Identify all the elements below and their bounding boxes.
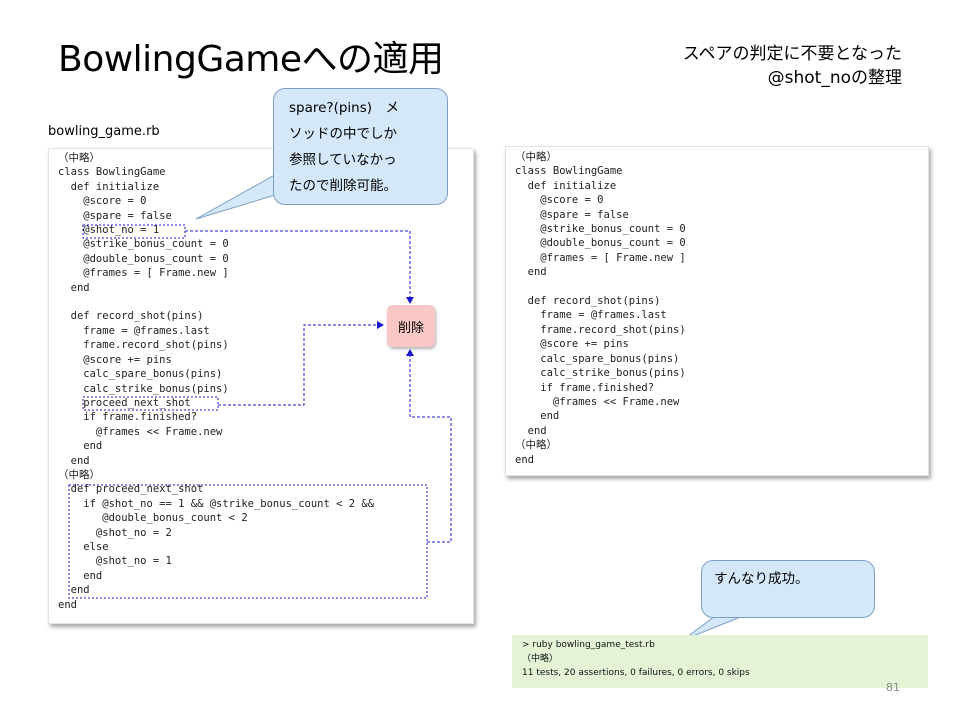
original-code: （中略） class BowlingGame def initialize @s… xyxy=(58,152,375,611)
terminal-command: > ruby bowling_game_test.rb xyxy=(522,640,655,650)
subtitle-line-1: スペアの判定に不要となった xyxy=(682,44,902,64)
slide-subtitle: スペアの判定に不要となった @shot_noの整理 xyxy=(542,42,902,90)
refactored-code: （中略） class BowlingGame def initialize @s… xyxy=(515,151,686,466)
delete-label: 削除 xyxy=(397,320,424,336)
spare-callout: spare?(pins) メ ソッドの中でしか 参照していなかっ たので削除可能… xyxy=(273,88,448,205)
original-code-panel: （中略） class BowlingGame def initialize @s… xyxy=(48,148,474,624)
terminal-omitted: （中略） xyxy=(522,654,559,664)
spare-callout-line-4: たので削除可能。 xyxy=(289,178,397,194)
spare-callout-line-2: ソッドの中でしか xyxy=(289,126,397,142)
success-callout: すんなり成功。 xyxy=(701,560,875,618)
page-number: 81 xyxy=(886,681,900,694)
slide-title: BowlingGameへの適用 xyxy=(58,39,444,80)
file-label: bowling_game.rb xyxy=(48,124,160,139)
spare-callout-line-3: 参照していなかっ xyxy=(289,152,397,168)
subtitle-line-2: @shot_noの整理 xyxy=(767,68,902,88)
terminal-output: > ruby bowling_game_test.rb （中略） 11 test… xyxy=(512,635,928,688)
delete-label-box: 削除 xyxy=(387,305,435,347)
success-callout-text: すんなり成功。 xyxy=(714,571,809,587)
terminal-result: 11 tests, 20 assertions, 0 failures, 0 e… xyxy=(522,668,750,678)
spare-callout-line-1: spare?(pins) メ xyxy=(289,100,400,116)
refactored-code-panel: （中略） class BowlingGame def initialize @s… xyxy=(505,146,929,476)
